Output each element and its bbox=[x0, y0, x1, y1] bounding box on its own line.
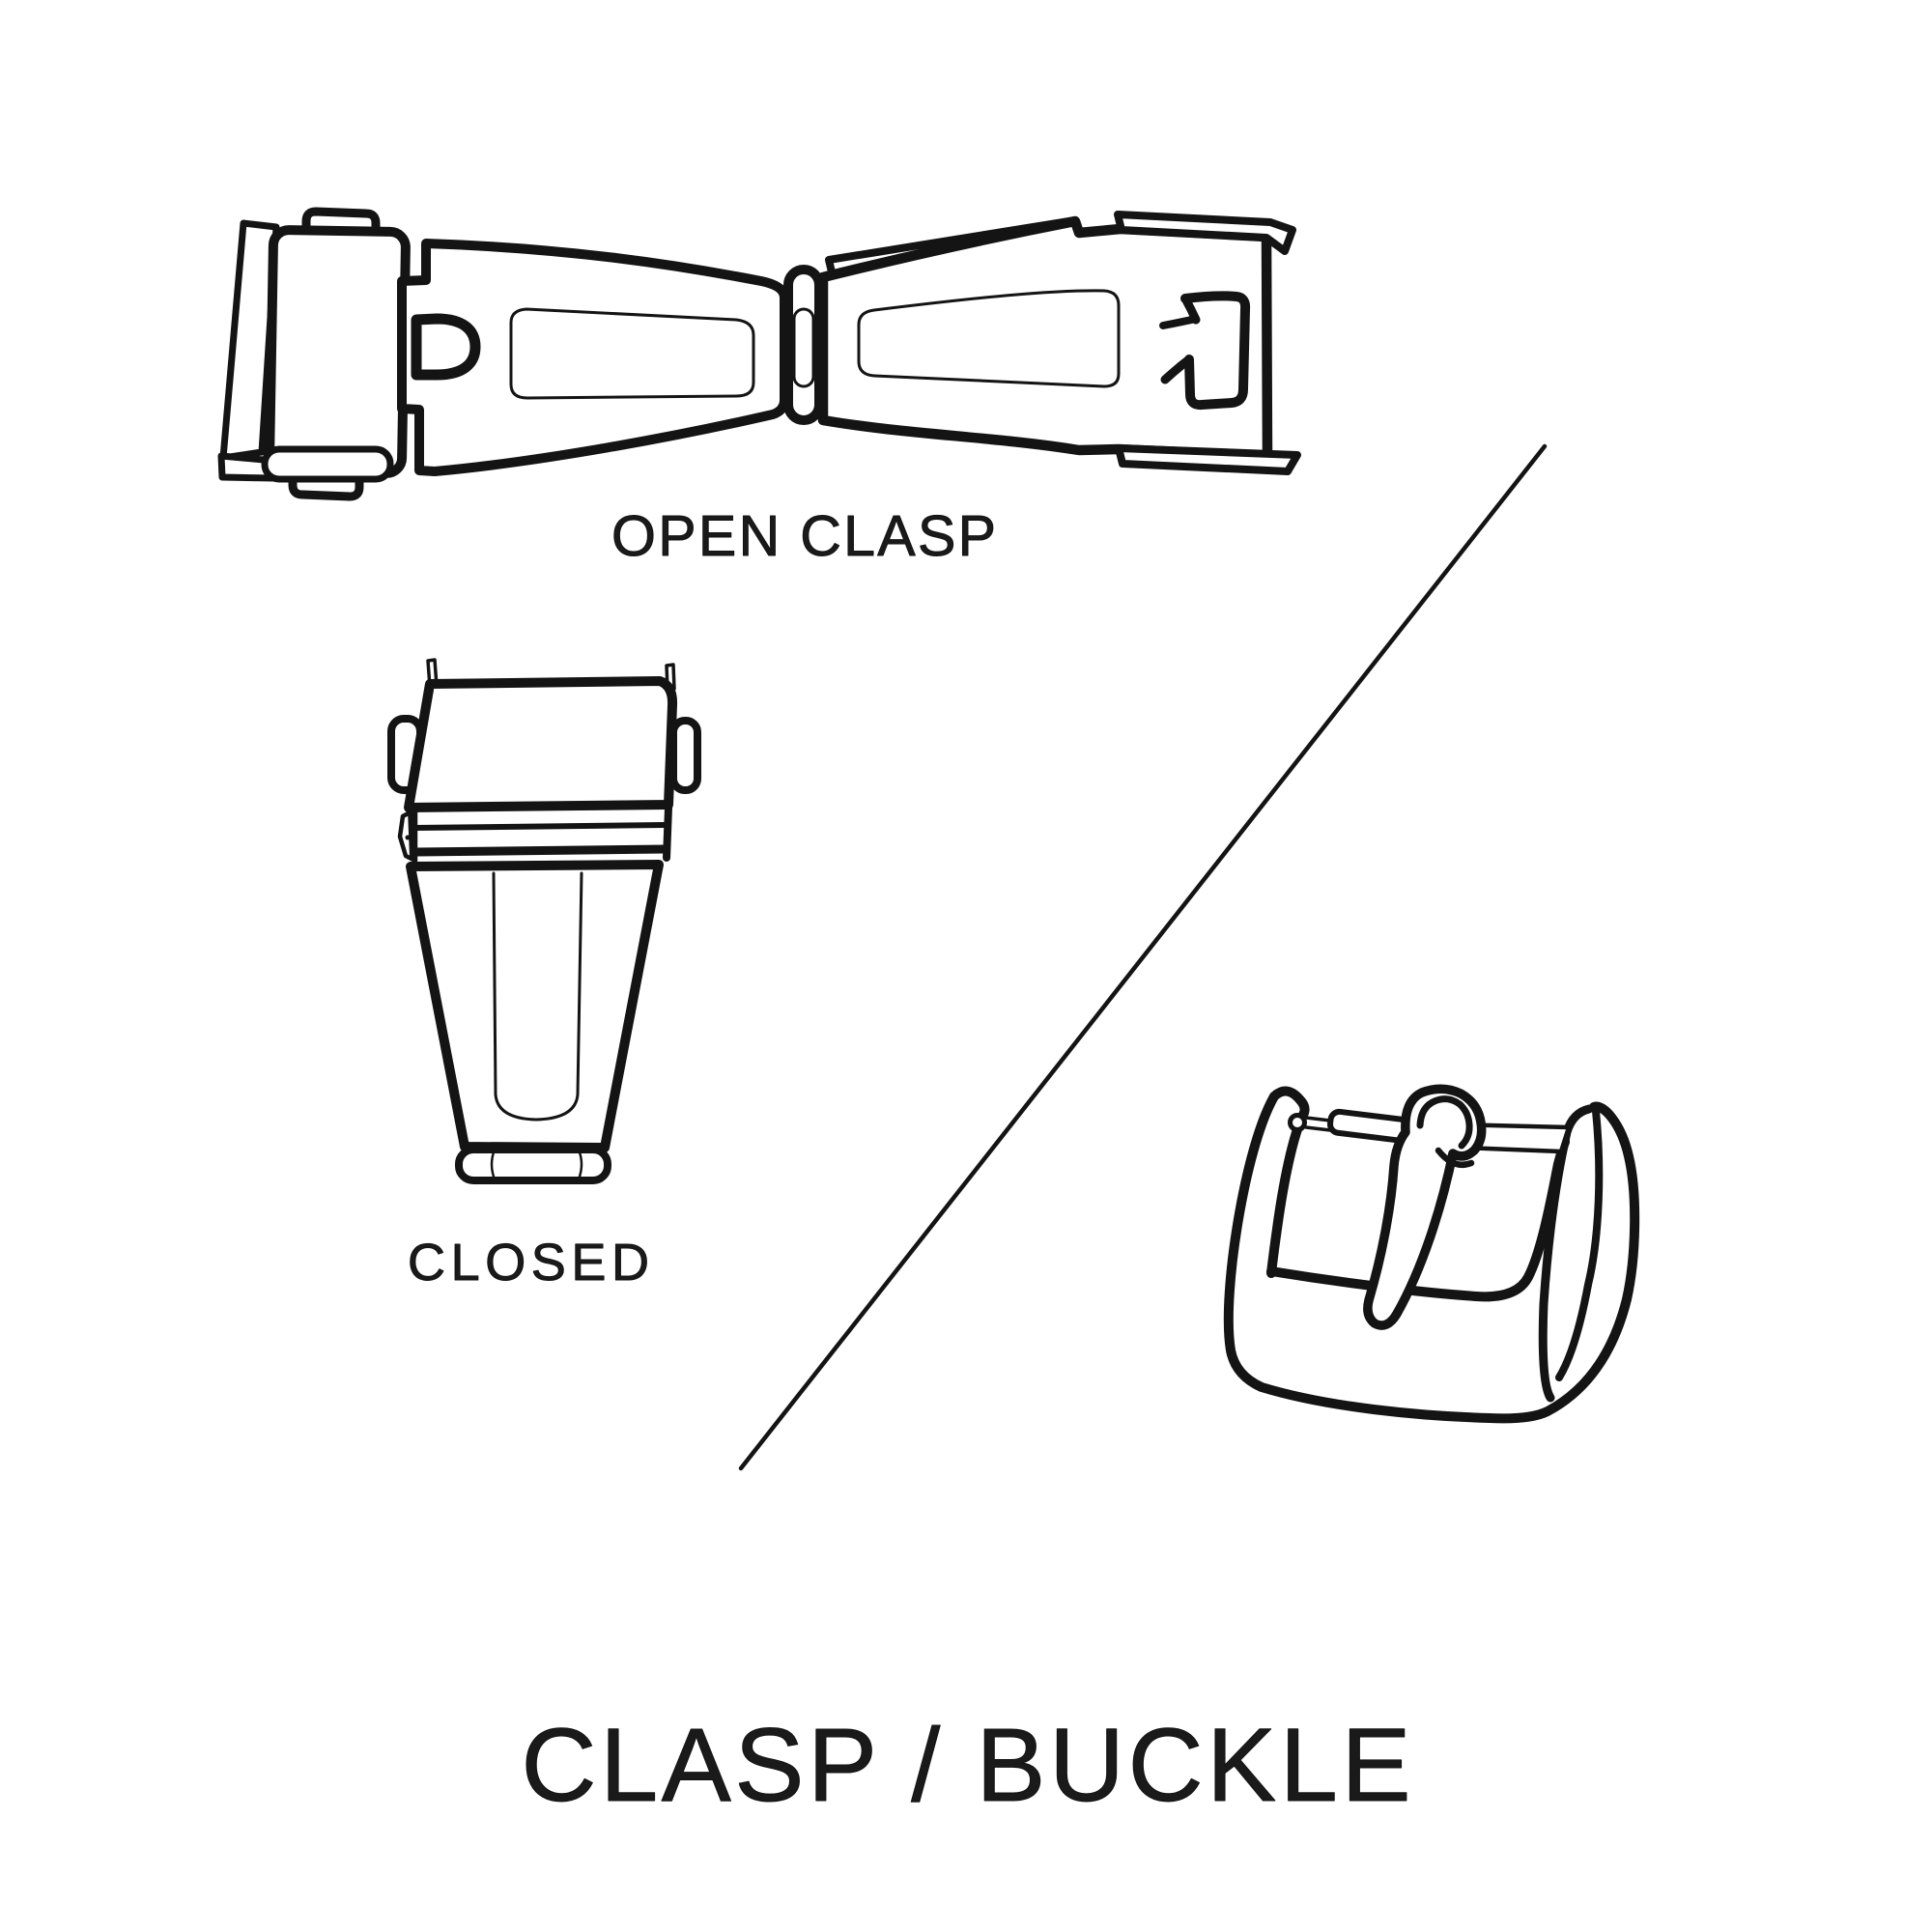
svg-text:CLASP / BUCKLE: CLASP / BUCKLE bbox=[522, 1706, 1411, 1823]
svg-text:OPEN CLASP: OPEN CLASP bbox=[611, 504, 996, 568]
